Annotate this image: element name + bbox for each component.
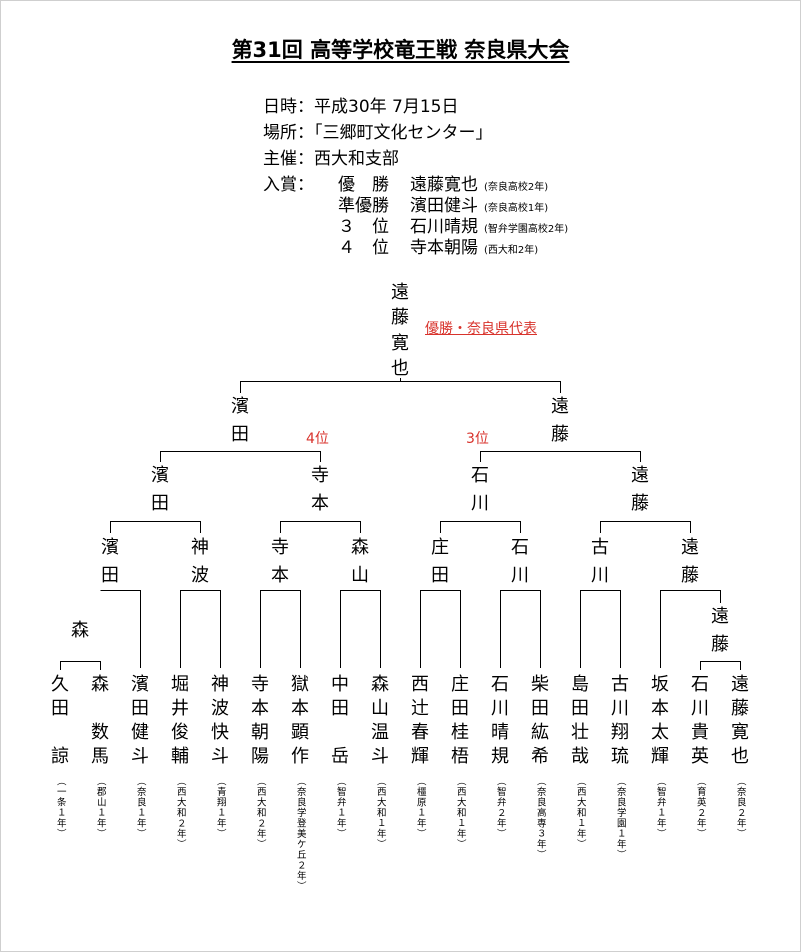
- player-name: 柴田紘希: [531, 674, 549, 767]
- quarter-winner: 神波: [191, 537, 209, 586]
- award-rank: ３ 位: [338, 217, 389, 237]
- event-host: 主催：西大和支部: [263, 149, 399, 169]
- player-name: 遠藤寛也: [731, 674, 749, 767]
- award-row: 準優勝 濱田健斗 (奈良高校1年): [338, 191, 548, 216]
- quarter-winner: 古川: [591, 537, 609, 586]
- awards-label: 入賞：: [263, 175, 314, 195]
- page-title: 第31回 高等学校竜王戦 奈良県大会: [231, 38, 570, 62]
- player-affiliation: （奈良学園１年）: [614, 776, 626, 860]
- player-name: 庄田桂梧: [451, 674, 469, 767]
- bracket-line: [180, 590, 221, 668]
- award-school: (智弁学園高校2年): [484, 224, 569, 235]
- player-name: 島田壮哉: [571, 674, 589, 767]
- quarter-winner: 森山: [351, 537, 369, 586]
- quarter-winner: 寺本: [271, 537, 289, 586]
- bracket-line: [580, 590, 621, 668]
- bracket-line: [700, 661, 741, 670]
- player-name: 神波快斗: [211, 674, 229, 767]
- semi-winner: 石川: [471, 465, 489, 514]
- player-affiliation: （西大和１年）: [374, 776, 386, 850]
- semi-winner: 寺本: [311, 465, 329, 514]
- rank4-label: 4位: [306, 431, 329, 447]
- award-name: 石川晴規: [410, 217, 478, 237]
- player-affiliation: （育英２年）: [694, 776, 706, 839]
- player-name: 西辻春輝: [411, 674, 429, 767]
- bracket-line: [500, 590, 541, 668]
- rank3-label: 3位: [466, 431, 489, 447]
- player-affiliation: （智弁２年）: [494, 776, 506, 839]
- player-name: 久田 諒: [51, 674, 69, 767]
- bracket-line: [260, 590, 301, 668]
- player-name: 寺本朝陽: [251, 674, 269, 767]
- award-name: 遠藤寛也: [410, 175, 478, 195]
- quarter-winner: 濱田: [101, 537, 119, 586]
- player-name: 獄本顕作: [291, 674, 309, 767]
- player-name: 石川貴英: [691, 674, 709, 767]
- player-affiliation: （一条１年）: [54, 776, 66, 839]
- player-affiliation: （橿原１年）: [414, 776, 426, 839]
- award-rank: 優 勝: [338, 175, 389, 195]
- event-date: 日時：平成30年 7月15日: [263, 97, 459, 117]
- award-name: 濱田健斗: [410, 196, 478, 216]
- player-name: 森山温斗: [371, 674, 389, 767]
- player-affiliation: （奈良２年）: [734, 776, 746, 839]
- bracket-line: [100, 590, 141, 668]
- player-affiliation: （智弁１年）: [334, 776, 346, 839]
- semi-winner: 遠藤: [631, 465, 649, 514]
- bracket-line: [480, 451, 641, 462]
- bracket-line: [600, 521, 691, 533]
- player-name: 石川晴規: [491, 674, 509, 767]
- player-affiliation: （智弁１年）: [654, 776, 666, 839]
- player-affiliation: （奈良高専３年）: [534, 776, 546, 860]
- bracket-line: [340, 590, 381, 668]
- award-rank: 準優勝: [338, 196, 389, 216]
- player-affiliation: （西大和１年）: [574, 776, 586, 850]
- player-affiliation: （郡山１年）: [94, 776, 106, 839]
- player-name: 森 数馬: [91, 674, 109, 767]
- bracket-line: [420, 590, 461, 668]
- final-winner-right: 遠藤: [551, 396, 569, 445]
- quarter-winner: 石川: [511, 537, 529, 586]
- award-school: (奈良高校1年): [484, 203, 549, 214]
- award-row: ３ 位 石川晴規 (智弁学園高校2年): [338, 212, 568, 237]
- award-school: (西大和2年): [484, 245, 539, 256]
- player-affiliation: （奈良学登美ケ丘２年）: [294, 776, 306, 892]
- player-name: 中田 岳: [331, 674, 349, 767]
- semi-winner: 濱田: [151, 465, 169, 514]
- champion-note: 優勝・奈良県代表: [425, 321, 537, 337]
- bracket-line: [440, 521, 521, 533]
- player-name: 古川翔琉: [611, 674, 629, 767]
- player-affiliation: （西大和１年）: [454, 776, 466, 850]
- champion-name: 遠藤寛也: [391, 282, 409, 379]
- award-school: (奈良高校2年): [484, 182, 549, 193]
- prelim-winner-endo: 遠藤: [711, 606, 729, 655]
- player-affiliation: （奈良１年）: [134, 776, 146, 839]
- award-rank: ４ 位: [338, 238, 389, 258]
- bracket-line: [280, 521, 361, 533]
- bracket-line: [110, 521, 201, 533]
- final-winner-left: 濱田: [231, 396, 249, 445]
- bracket-line: [240, 381, 561, 393]
- player-affiliation: （青翔１年）: [214, 776, 226, 839]
- player-name: 堀井俊輔: [171, 674, 189, 767]
- award-row: ４ 位 寺本朝陽 (西大和2年): [338, 233, 538, 258]
- player-affiliation: （西大和２年）: [254, 776, 266, 850]
- award-row: 優 勝 遠藤寛也 (奈良高校2年): [338, 170, 548, 195]
- player-affiliation: （西大和２年）: [174, 776, 186, 850]
- bracket-line: [660, 590, 721, 668]
- bracket-line: [60, 661, 101, 670]
- event-place: 場所：「三郷町文化センター」: [263, 123, 493, 143]
- award-name: 寺本朝陽: [410, 238, 478, 258]
- player-name: 坂本太輝: [651, 674, 669, 767]
- prelim-winner-mori: 森: [71, 620, 89, 641]
- quarter-winner: 庄田: [431, 537, 449, 586]
- player-name: 濱田健斗: [131, 674, 149, 767]
- bracket-line: [160, 451, 321, 462]
- quarter-winner: 遠藤: [681, 537, 699, 586]
